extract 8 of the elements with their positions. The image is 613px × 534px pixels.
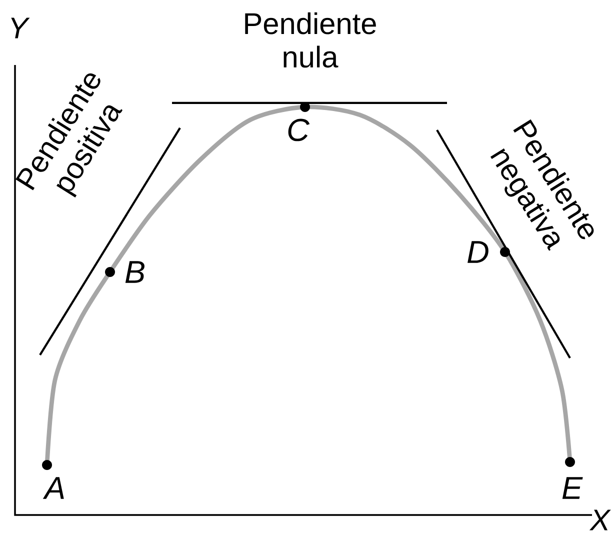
axis-label: X: [589, 510, 611, 530]
point-label: B: [125, 261, 144, 283]
point-label: E: [562, 477, 583, 499]
point-label: A: [42, 477, 64, 499]
slope-label: Pendiente nula: [245, 12, 376, 68]
point-label: D: [468, 241, 488, 263]
axis-label: Y: [11, 18, 30, 38]
point-label: C: [288, 118, 310, 142]
